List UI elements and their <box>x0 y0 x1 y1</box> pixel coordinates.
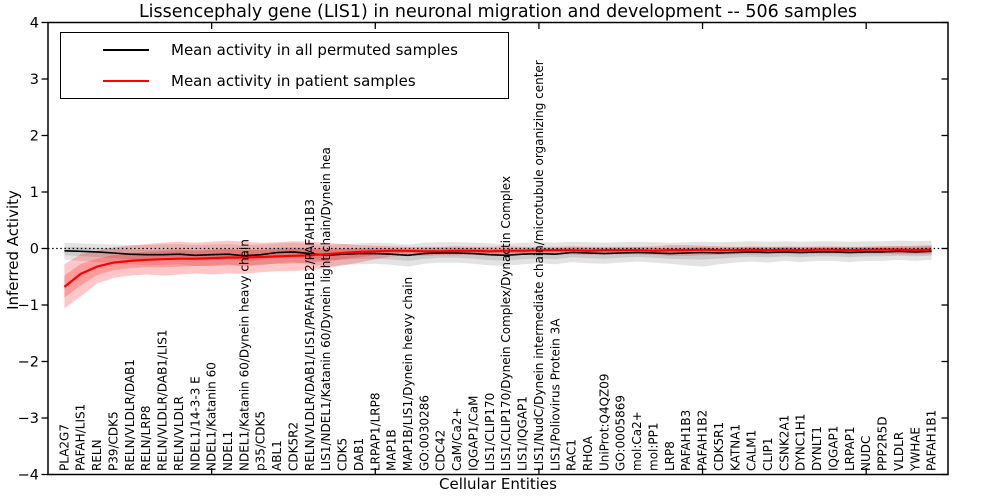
y-tick-label: 1 <box>30 185 39 201</box>
x-tick-label: PAFAH1B1 <box>925 410 939 471</box>
x-tick-label: LIS1/NDEL1/Katanin 60/Dynein light chain… <box>319 147 333 471</box>
y-axis-title: Inferred Activity <box>4 190 22 310</box>
x-tick-label: LRPAP1 <box>843 426 857 471</box>
x-tick-label: PLA2G7 <box>57 424 71 471</box>
x-tick-label: RELN/VLDLR/DAB1/LIS1 <box>156 330 170 471</box>
x-tick-label: LRP8 <box>663 441 677 471</box>
x-tick-label: CDK5 <box>336 438 350 471</box>
x-tick-label: CLIP1 <box>761 438 775 471</box>
x-tick-label: RELN/VLDLR/DAB1 <box>123 359 137 471</box>
x-tick-label: RELN/VLDLR/DAB1/LIS1/PAFAH1B2/PAFAH1B3 <box>303 199 317 471</box>
x-tick-label: ABL1 <box>270 440 284 471</box>
x-tick-label: CaM/Ca2+ <box>450 407 464 471</box>
x-tick-label: CDC42 <box>434 430 448 471</box>
x-tick-label: PAFAH1B3 <box>679 410 693 471</box>
patient-band <box>64 240 932 309</box>
y-tick-label: −2 <box>18 355 39 371</box>
patient-mean-line <box>63 248 932 288</box>
x-tick-label: LIS1/Poliovirus Protein 3A <box>548 318 562 471</box>
patient-line-swatch <box>103 80 149 83</box>
x-tick-label: KATNA1 <box>728 424 742 471</box>
legend-label-patient: Mean activity in patient samples <box>171 72 416 91</box>
x-tick-label: CDK5R1 <box>712 422 726 471</box>
x-tick-label: NDEL1/14-3-3 E <box>188 376 202 471</box>
legend-item-patient: Mean activity in patient samples <box>61 66 508 96</box>
x-tick-label: LIS1/CLIP170/Dynein Complex/Dynactin Com… <box>499 176 513 471</box>
x-tick-label: GO:0030286 <box>417 395 431 471</box>
x-tick-label: IQGAP1/CaM <box>467 396 481 472</box>
x-tick-label: MAP1B/LIS1/Dynein heavy chain <box>401 277 415 471</box>
x-tick-label: RHOA <box>581 435 595 471</box>
legend-label-permuted: Mean activity in all permuted samples <box>171 40 458 59</box>
legend-item-permuted: Mean activity in all permuted samples <box>61 35 508 65</box>
x-tick-label: p35/CDK5 <box>254 411 268 471</box>
x-tick-label: RAC1 <box>565 439 579 471</box>
x-tick-label: VLDLR <box>892 432 906 471</box>
x-tick-label: UniProt:Q4QZ09 <box>597 373 611 471</box>
x-tick-label: IQGAP1 <box>827 426 841 471</box>
x-tick-label: GO:0005869 <box>614 395 628 471</box>
x-tick-label: LIS1/NudC/Dynein intermediate chain/micr… <box>532 60 546 471</box>
x-tick-label: mol:Ca2+ <box>630 411 644 471</box>
x-axis-title: Cellular Entities <box>439 475 557 493</box>
x-tick-label: DYNLT1 <box>810 426 824 471</box>
x-tick-label: NDEL1/Katanin 60/Dynein heavy chain <box>237 239 251 471</box>
permuted-line-swatch <box>103 48 149 51</box>
x-tick-label: DAB1 <box>352 438 366 471</box>
x-tick-label: RELN <box>90 439 104 471</box>
x-tick-label: NUDC <box>859 436 873 471</box>
permuted-mean-line <box>64 250 932 257</box>
permuted-band <box>64 240 932 267</box>
y-tick-label: 4 <box>30 16 39 32</box>
x-tick-label: MAP1B <box>385 429 399 471</box>
y-tick-label: −3 <box>18 411 39 427</box>
patient-band-inner <box>64 247 932 298</box>
x-tick-label: PAFAH1B2 <box>696 410 710 471</box>
x-tick-label: CSNK2A1 <box>777 415 791 471</box>
x-tick-label: CDK5R2 <box>287 422 301 471</box>
x-tick-label: YWHAE <box>908 427 922 472</box>
x-tick-label: P39/CDK5 <box>107 411 121 471</box>
y-tick-label: 0 <box>30 242 39 258</box>
chart-title: Lissencephaly gene (LIS1) in neuronal mi… <box>138 2 858 22</box>
x-tick-label: DYNC1H1 <box>794 413 808 471</box>
x-tick-label: LRPAP1/LRP8 <box>368 392 382 471</box>
x-tick-label: RELN/VLDLR <box>172 396 186 471</box>
x-tick-label: LIS1/IQGAP1 <box>516 396 530 471</box>
legend: Mean activity in all permuted samples Me… <box>60 32 509 99</box>
x-tick-label: NDEL1 <box>221 431 235 471</box>
y-tick-label: −4 <box>18 468 39 484</box>
x-tick-label: NDEL1/Katanin 60 <box>205 362 219 471</box>
x-tick-label: PPP2R5D <box>876 416 890 471</box>
y-tick-label: −1 <box>18 298 39 314</box>
y-tick-label: 2 <box>30 129 39 145</box>
x-tick-label: mol:PP1 <box>647 422 661 471</box>
x-tick-label: PAFAH/LIS1 <box>74 404 88 471</box>
y-tick-label: 3 <box>30 72 39 88</box>
x-tick-label: RELN/LRP8 <box>139 405 153 471</box>
x-tick-label: LIS1/CLIP170 <box>483 393 497 471</box>
x-tick-label: CALM1 <box>745 430 759 471</box>
